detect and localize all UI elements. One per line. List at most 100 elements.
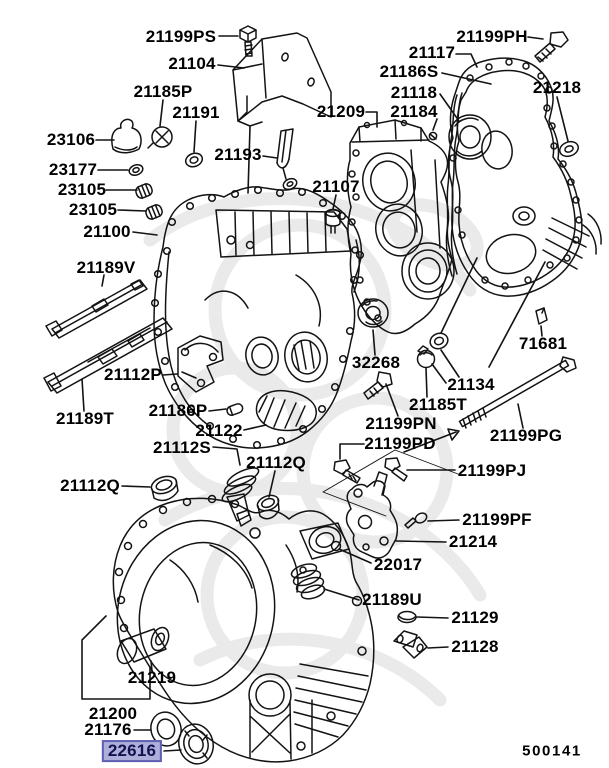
part-label-21199PG[interactable]: 21199PG	[490, 427, 562, 445]
part-drawing-21193-fork	[276, 128, 298, 191]
part-drawing-22017-seal	[308, 525, 342, 555]
part-label-text: 21112S	[153, 438, 211, 458]
part-label-21199PN[interactable]: 21199PN	[365, 415, 436, 433]
part-label-text: 21186S	[379, 62, 439, 82]
part-label-text: 21176	[84, 720, 132, 740]
part-label-21107[interactable]: 21107	[312, 178, 359, 196]
part-label-text: 21199PH	[456, 27, 528, 47]
part-label-21186P[interactable]: 21186P	[149, 402, 208, 420]
part-label-21186S[interactable]: 21186S	[380, 63, 439, 81]
part-label-text: 21189V	[76, 258, 136, 278]
part-label-21189V[interactable]: 21189V	[77, 259, 136, 277]
part-drawing-21191-washer	[184, 152, 204, 168]
part-drawing-21199PF-bolt	[404, 512, 428, 529]
part-label-21199PS[interactable]: 21199PS	[146, 28, 216, 46]
part-label-21184[interactable]: 21184	[390, 103, 437, 121]
part-label-71681[interactable]: 71681	[519, 335, 567, 353]
part-label-text: 21199PN	[365, 414, 437, 434]
part-label-text: 21199PD	[364, 434, 436, 454]
part-drawing-21189V-rail	[45, 279, 148, 339]
part-label-text: 21200	[88, 704, 138, 724]
part-drawing-21185P-plug	[147, 126, 173, 149]
part-drawing-21118-bearing	[448, 114, 492, 160]
part-drawing-21112Q-cup-right	[256, 494, 280, 520]
part-label-text: 21209	[316, 102, 366, 122]
part-label-21112Qb[interactable]: 21112Q	[60, 477, 120, 495]
part-label-21117[interactable]: 21117	[409, 44, 455, 62]
part-label-21214[interactable]: 21214	[449, 533, 497, 551]
part-label-22616[interactable]: 22616	[101, 740, 163, 762]
part-label-21189T[interactable]: 21189T	[56, 410, 114, 428]
part-label-21118[interactable]: 21118	[391, 84, 437, 102]
part-label-21100[interactable]: 21100	[83, 223, 130, 241]
part-label-text: 21184	[390, 102, 438, 122]
part-label-21104[interactable]: 21104	[168, 55, 215, 73]
part-label-21112S[interactable]: 21112S	[153, 439, 211, 457]
part-label-text: 21122	[195, 421, 243, 441]
part-label-text: 21218	[532, 78, 582, 98]
part-label-text: 23105	[57, 180, 107, 200]
part-label-text: 23177	[48, 160, 98, 180]
part-label-21185T[interactable]: 21185T	[409, 396, 467, 414]
install-plane-lines	[322, 449, 459, 517]
part-label-21128[interactable]: 21128	[451, 638, 498, 656]
part-label-21199PH[interactable]: 21199PH	[456, 28, 527, 46]
part-label-21200[interactable]: 21200	[89, 705, 137, 723]
part-label-21112Qa[interactable]: 21112Q	[246, 454, 306, 472]
part-label-21199PJ[interactable]: 21199PJ	[458, 462, 527, 480]
part-label-text: 21128	[451, 637, 499, 657]
part-label-text: 32268	[351, 353, 401, 373]
part-label-23106[interactable]: 23106	[47, 131, 95, 149]
part-label-text: 21193	[214, 145, 262, 165]
part-label-21134[interactable]: 21134	[447, 376, 494, 394]
part-drawing-21112S-sleeve	[221, 467, 260, 527]
part-label-22017[interactable]: 22017	[374, 556, 422, 574]
part-label-21219[interactable]: 21219	[128, 669, 176, 687]
part-label-text: 21185T	[409, 395, 467, 415]
part-drawing-21112Q-cup-left	[150, 475, 179, 502]
part-label-21218[interactable]: 21218	[533, 79, 581, 97]
part-drawing-21129-clip	[397, 610, 417, 624]
part-label-21193[interactable]: 21193	[214, 146, 261, 164]
part-label-21189U[interactable]: 21189U	[362, 591, 422, 609]
part-drawing-23177-ring	[128, 163, 144, 177]
part-label-23177[interactable]: 23177	[49, 161, 97, 179]
part-label-21209[interactable]: 21209	[317, 103, 365, 121]
part-label-21199PF[interactable]: 21199PF	[462, 511, 531, 529]
part-drawing-21199PG-stud	[458, 356, 577, 429]
part-drawing-21186S-gasket	[445, 92, 463, 277]
part-drawing-21134-ring	[429, 332, 449, 350]
part-drawing-21199PD-bolt	[333, 459, 361, 484]
part-label-text: 21112Q	[60, 476, 120, 496]
part-label-text: 21191	[172, 103, 220, 123]
part-drawing-32268-seal	[357, 298, 389, 328]
part-drawing-23105-plug-b	[145, 204, 163, 220]
part-label-21112P[interactable]: 21112P	[104, 366, 162, 384]
part-label-text: 21214	[448, 532, 498, 552]
part-label-text: 21100	[83, 222, 131, 242]
part-drawing-21112P-plate	[177, 335, 224, 393]
part-label-text: 21185P	[133, 82, 193, 102]
part-label-text: 21189T	[56, 409, 114, 429]
part-label-text: 21118	[390, 83, 438, 103]
part-drawing-23105-plug-a	[135, 183, 153, 199]
part-label-21176[interactable]: 21176	[84, 721, 131, 739]
part-label-32268[interactable]: 32268	[352, 354, 400, 372]
part-drawing-21199PN-bolt	[363, 371, 393, 400]
part-label-text: 21199PJ	[457, 461, 527, 481]
part-label-23105b[interactable]: 23105	[69, 201, 117, 219]
part-label-21185P[interactable]: 21185P	[134, 83, 193, 101]
part-label-23105a[interactable]: 23105	[58, 181, 106, 199]
part-label-21122[interactable]: 21122	[195, 422, 242, 440]
part-label-text: 21112P	[104, 365, 162, 385]
diagram-code: 500141	[522, 742, 582, 760]
part-label-21191[interactable]: 21191	[172, 104, 219, 122]
part-drawing-21184-screw	[428, 131, 438, 141]
part-label-text: 23106	[46, 130, 96, 150]
part-label-21199PD[interactable]: 21199PD	[364, 435, 435, 453]
part-label-21129[interactable]: 21129	[451, 609, 498, 627]
part-label-text: 21199PF	[462, 510, 532, 530]
part-label-text: 21219	[127, 668, 177, 688]
